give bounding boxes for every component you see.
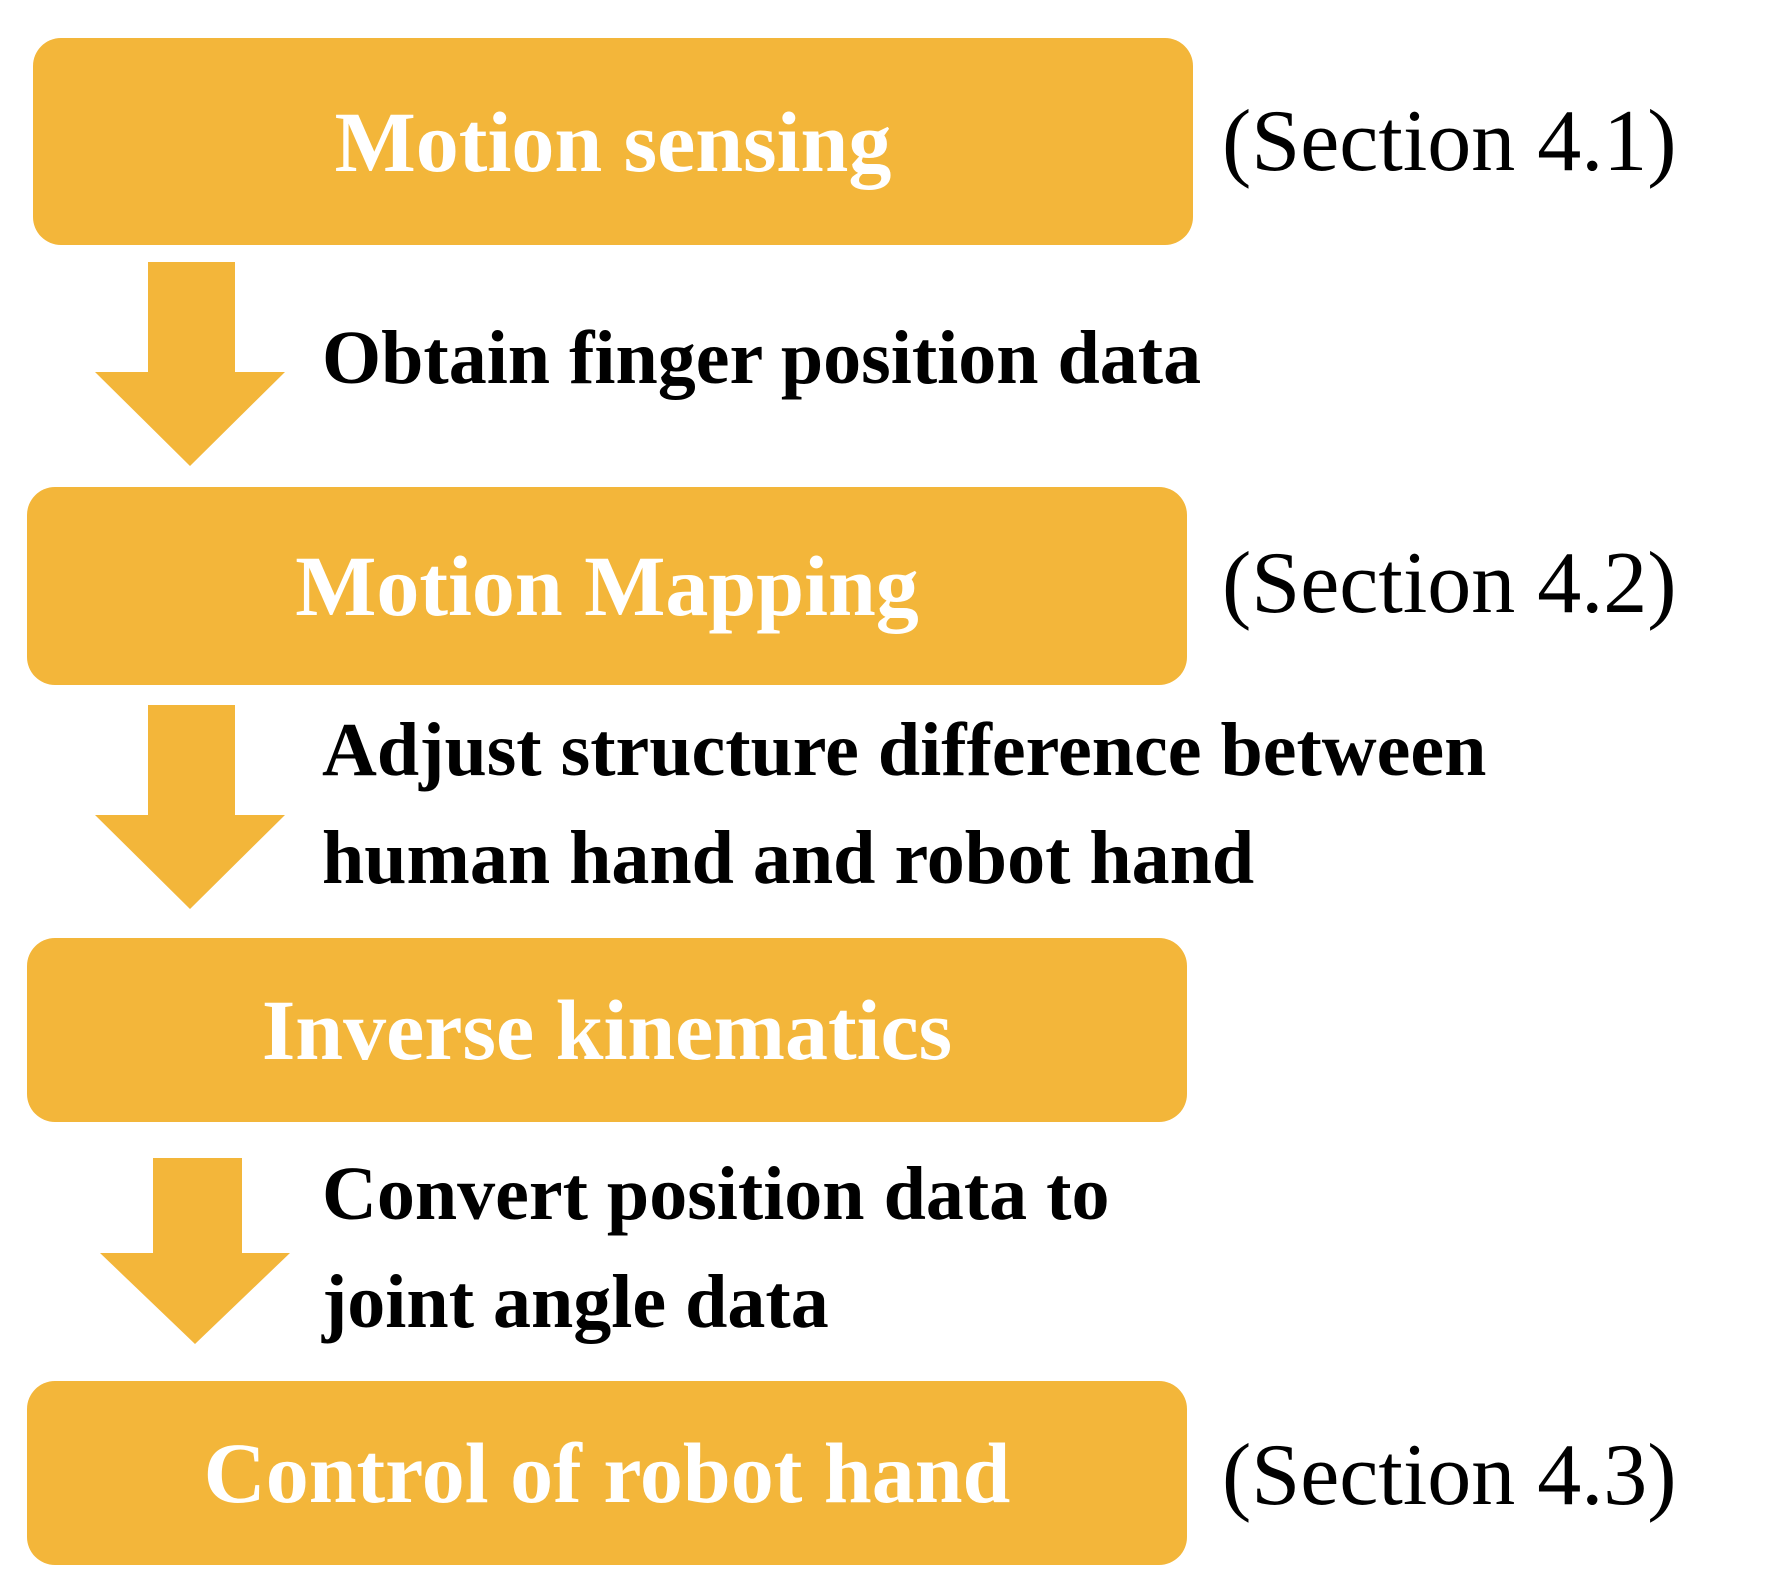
process-box-label: Motion Mapping: [295, 538, 919, 634]
down-arrow-icon: [100, 1158, 290, 1344]
section-reference: (Section 4.1): [1222, 93, 1677, 190]
step-description-line: Adjust structure difference between: [322, 708, 1487, 792]
process-box-control-robot-hand: Control of robot hand: [27, 1381, 1187, 1565]
step-description: Adjust structure difference between huma…: [322, 696, 1486, 912]
step-description-line: joint angle data: [322, 1260, 829, 1344]
process-box-motion-mapping: Motion Mapping: [27, 487, 1187, 685]
down-arrow-icon: [95, 705, 285, 909]
step-description-line: human hand and robot hand: [322, 816, 1255, 900]
step-description-line: Obtain finger position data: [322, 316, 1202, 400]
step-description: Obtain finger position data: [322, 304, 1201, 412]
process-box-label: Inverse kinematics: [261, 982, 953, 1078]
down-arrow-icon: [95, 262, 285, 466]
process-box-label: Control of robot hand: [203, 1425, 1011, 1521]
process-box-motion-sensing: Motion sensing: [33, 38, 1193, 245]
step-description-line: Convert position data to: [322, 1152, 1110, 1236]
section-reference: (Section 4.2): [1222, 535, 1677, 632]
process-box-label: Motion sensing: [334, 93, 892, 190]
process-box-inverse-kinematics: Inverse kinematics: [27, 938, 1187, 1122]
section-reference: (Section 4.3): [1222, 1427, 1677, 1524]
step-description: Convert position data to joint angle dat…: [322, 1140, 1109, 1356]
